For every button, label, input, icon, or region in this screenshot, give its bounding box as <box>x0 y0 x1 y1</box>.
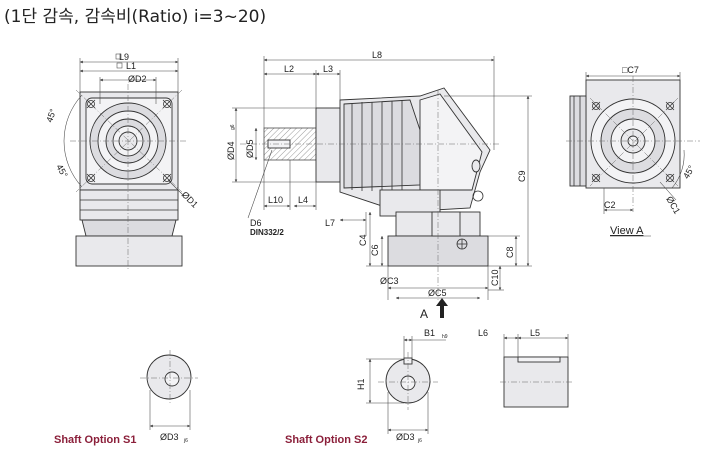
shaft-option-s2-drawing <box>366 336 446 434</box>
shaft-side-view <box>500 334 574 408</box>
label-h1: H1 <box>356 378 366 390</box>
label-d3-s2: ØD3 <box>396 432 415 442</box>
shaft-option-s1-drawing <box>140 350 198 430</box>
label-d3-s1: ØD3 <box>160 432 179 442</box>
label-l7: L7 <box>325 218 335 228</box>
label-d4-tolerance: g6 <box>230 124 236 130</box>
label-b1-tolerance: h9 <box>442 334 448 340</box>
output-bolt-holes <box>591 101 675 183</box>
label-l3: L3 <box>323 64 333 74</box>
lower-housing <box>79 189 179 221</box>
label-d3-s1-tolerance: j6 <box>183 438 188 444</box>
label-angle-45-top: 45° <box>44 107 58 124</box>
label-l6: L6 <box>478 328 488 338</box>
label-l2: L2 <box>284 64 294 74</box>
label-angle-45-right: 45° <box>681 163 697 180</box>
label-d6: D6 <box>250 218 262 228</box>
label-l9: L9 <box>119 52 129 62</box>
shaft-option-s1-label: Shaft Option S1 <box>54 434 137 446</box>
label-c3: ØC3 <box>380 276 399 286</box>
shaft-option-s2-label: Shaft Option S2 <box>285 434 368 446</box>
label-c4: C4 <box>358 234 368 246</box>
output-block <box>75 235 183 267</box>
label-c6: C6 <box>370 244 380 256</box>
label-l5: L5 <box>530 328 540 338</box>
label-arrow-a: A <box>420 307 428 321</box>
side-view <box>232 56 532 318</box>
view-a <box>566 72 700 214</box>
label-c8: C8 <box>505 246 515 258</box>
label-c5: ØC5 <box>428 288 447 298</box>
label-l4: L4 <box>298 195 308 205</box>
label-d4: ØD4 <box>226 141 236 160</box>
label-d5: ØD5 <box>245 139 255 158</box>
output-base <box>387 235 489 267</box>
label-c9: C9 <box>517 170 527 182</box>
label-l8: L8 <box>372 50 382 60</box>
input-flange-side <box>315 107 341 183</box>
label-c7: □C7 <box>622 65 639 75</box>
page-title: (1단 감속, 감속비(Ratio) i=3~20) <box>4 7 267 27</box>
label-d1: ØD1 <box>180 190 200 210</box>
label-c2: C2 <box>604 200 616 210</box>
label-l10: L10 <box>268 195 283 205</box>
label-angle-45-bottom: 45° <box>54 163 70 180</box>
label-c1: ØC1 <box>664 195 682 216</box>
label-l1: L1 <box>126 61 136 71</box>
left-front-view <box>63 58 188 270</box>
label-d3-s2-tolerance: j6 <box>417 438 422 444</box>
label-view-a: View A <box>610 225 644 237</box>
label-din332: DIN332/2 <box>250 228 284 237</box>
label-b1: B1 <box>424 328 435 338</box>
label-c10: C10 <box>490 269 500 286</box>
label-d2: ØD2 <box>128 74 147 84</box>
view-arrow-a <box>436 298 448 318</box>
